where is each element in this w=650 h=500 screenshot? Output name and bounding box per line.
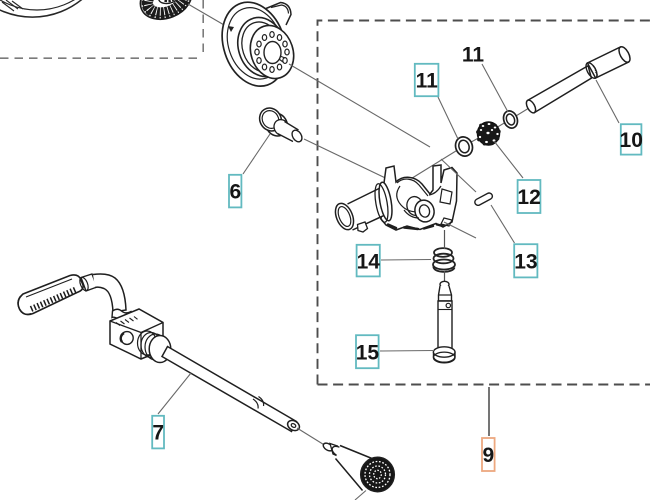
- svg-text:9: 9: [482, 444, 494, 467]
- svg-text:15: 15: [356, 341, 380, 364]
- svg-text:10: 10: [620, 129, 643, 152]
- svg-text:11: 11: [462, 44, 485, 67]
- svg-text:11: 11: [416, 70, 439, 93]
- svg-text:12: 12: [517, 186, 540, 209]
- svg-text:7: 7: [152, 422, 164, 445]
- svg-text:14: 14: [357, 250, 381, 273]
- svg-text:13: 13: [514, 251, 537, 274]
- svg-text:6: 6: [229, 181, 241, 204]
